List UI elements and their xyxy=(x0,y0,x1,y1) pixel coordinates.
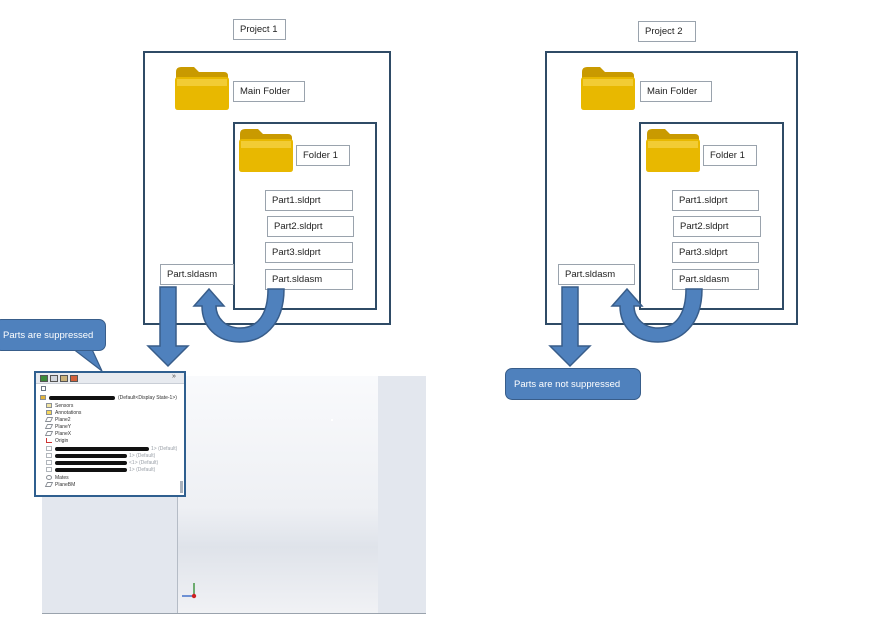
tree-item-label: PlaneY xyxy=(55,423,72,430)
tree-item-origin[interactable]: Origin xyxy=(46,437,68,444)
tree-item-planex[interactable]: PlaneX xyxy=(44,430,72,437)
tree-item-label: Origin xyxy=(55,437,69,444)
root-config-label: (Default<Display State-1>) xyxy=(118,394,177,401)
component-config-label: 1> (Default) xyxy=(151,445,178,452)
main-folder-label: Main Folder xyxy=(640,81,712,102)
folder-icon xyxy=(239,129,293,172)
outer-assembly-file: Part.sldasm xyxy=(558,264,635,285)
tree-item-label: Sensors xyxy=(55,402,74,409)
tree-item-label: PlaneBM xyxy=(55,481,76,488)
feature-tree-panel: » (Default<Display State-1>) Sensors Ann… xyxy=(34,371,186,497)
file-assembly: Part.sldasm xyxy=(265,269,353,290)
component-config-label: 1> (Default) xyxy=(129,452,156,459)
assembly-icon xyxy=(40,395,46,400)
redacted-name xyxy=(55,467,127,472)
component-config-label: <1> (Default) xyxy=(129,459,159,466)
not-suppressed-callout: Parts are not suppressed xyxy=(505,368,641,400)
down-arrow xyxy=(146,286,190,368)
file-part3: Part3.sldprt xyxy=(672,242,759,263)
folder1-label: Folder 1 xyxy=(296,145,350,166)
plane-icon xyxy=(44,431,54,436)
origin-icon xyxy=(46,438,52,443)
curved-arrow xyxy=(192,287,285,343)
folder1-label: Folder 1 xyxy=(703,145,757,166)
file-part2: Part2.sldprt xyxy=(267,216,354,237)
plane-icon xyxy=(44,482,54,487)
sensors-icon xyxy=(46,403,52,408)
component-config-label: 1> (Default) xyxy=(129,466,156,473)
suppressed-part-icon xyxy=(46,467,52,472)
callout-pointer xyxy=(67,345,103,372)
panel-tab-bar: » xyxy=(36,373,184,384)
tree-component-suppressed[interactable]: <1> (Default) xyxy=(46,459,158,466)
folder-icon xyxy=(646,129,700,172)
tree-component-suppressed[interactable]: 1> (Default) xyxy=(46,466,155,473)
annotations-icon xyxy=(46,410,52,415)
outer-assembly-file: Part.sldasm xyxy=(160,264,234,285)
tree-item-annotations[interactable]: Annotations xyxy=(46,409,81,416)
down-arrow xyxy=(548,286,592,368)
graphics-area xyxy=(178,376,378,614)
configuration-manager-tab-icon[interactable] xyxy=(60,375,68,382)
redacted-name xyxy=(49,395,115,400)
project2-title: Project 2 xyxy=(638,21,696,42)
main-folder-label: Main Folder xyxy=(233,81,305,102)
file-part1: Part1.sldprt xyxy=(265,190,353,211)
display-manager-tab-icon[interactable] xyxy=(70,375,78,382)
redacted-name xyxy=(55,446,149,451)
file-part2: Part2.sldprt xyxy=(673,216,761,237)
file-assembly: Part.sldasm xyxy=(672,269,759,290)
filter-icon[interactable] xyxy=(41,386,46,391)
tree-item-mates[interactable]: Mates xyxy=(46,474,69,481)
tree-item-label: Plane2 xyxy=(55,416,71,423)
project1-title: Project 1 xyxy=(233,19,286,40)
tree-item-sensors[interactable]: Sensors xyxy=(46,402,73,409)
curved-arrow xyxy=(610,287,703,343)
tree-component-suppressed[interactable]: 1> (Default) xyxy=(46,452,155,459)
tree-item-label: Mates xyxy=(55,474,69,481)
file-part1: Part1.sldprt xyxy=(672,190,759,211)
redacted-name xyxy=(55,453,127,458)
suppressed-callout: Parts are suppressed xyxy=(0,319,106,351)
redacted-name xyxy=(55,460,127,465)
folder-icon xyxy=(175,67,229,110)
folder-icon xyxy=(581,67,635,110)
mates-icon xyxy=(46,475,52,480)
tree-item-label: Annotations xyxy=(55,409,82,416)
tree-item-plane2[interactable]: Plane2 xyxy=(44,416,71,423)
tree-component-suppressed[interactable]: 1> (Default) xyxy=(46,445,177,452)
suppressed-part-icon xyxy=(46,460,52,465)
suppressed-part-icon xyxy=(46,453,52,458)
plane-icon xyxy=(44,424,54,429)
panel-scrollbar[interactable] xyxy=(180,481,183,493)
tree-item-planey[interactable]: PlaneY xyxy=(44,423,72,430)
tree-item-label: PlaneX xyxy=(55,430,72,437)
tree-root[interactable]: (Default<Display State-1>) xyxy=(40,394,186,401)
plane-icon xyxy=(44,417,54,422)
property-manager-tab-icon[interactable] xyxy=(50,375,58,382)
suppressed-part-icon xyxy=(46,446,52,451)
axis-triad-icon xyxy=(182,583,197,599)
file-part3: Part3.sldprt xyxy=(265,242,353,263)
feature-manager-tab-icon[interactable] xyxy=(40,375,48,382)
collapse-panel-icon[interactable]: » xyxy=(172,373,176,380)
tree-item-planebm[interactable]: PlaneBM xyxy=(44,481,76,488)
highlight-dot xyxy=(331,419,333,421)
window-bottom-edge xyxy=(42,613,426,614)
